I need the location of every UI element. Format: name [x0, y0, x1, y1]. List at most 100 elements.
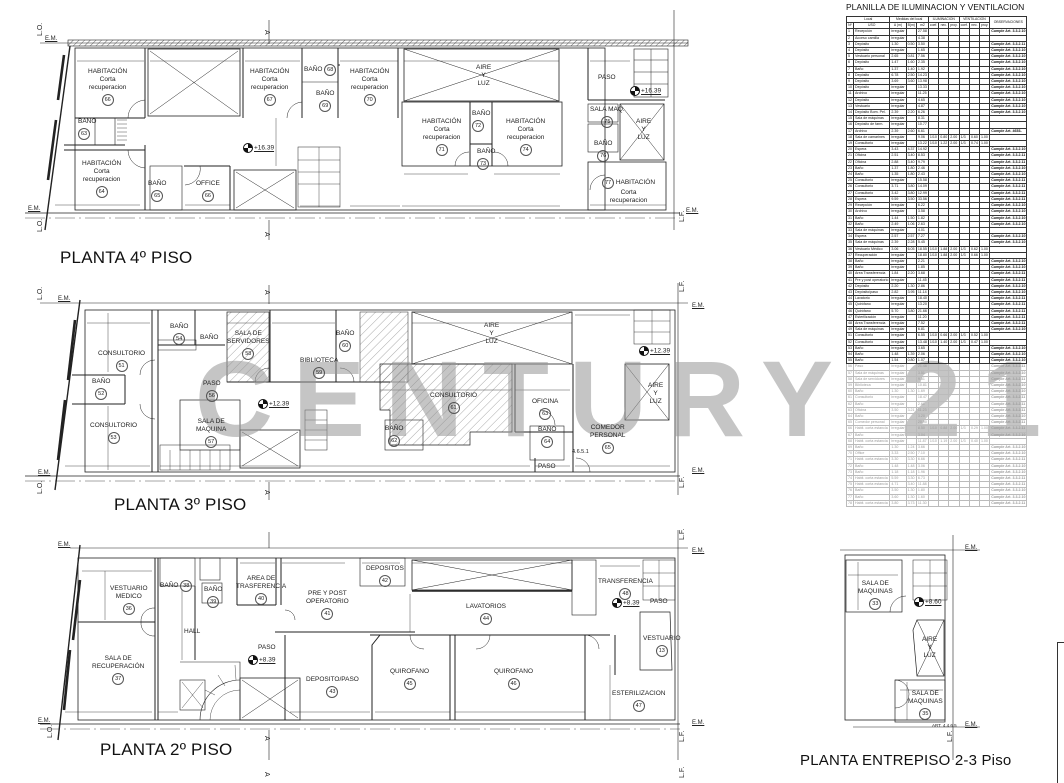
table-cell — [989, 437, 1028, 446]
room-77[interactable]: 77 HABITACIÓN Corta recuperacion — [602, 175, 655, 205]
room-55[interactable]: BAÑO — [200, 334, 218, 342]
table-cell: 2.20 — [905, 109, 917, 117]
table-cell — [978, 90, 991, 98]
room-paso[interactable]: PASO — [538, 463, 556, 471]
room-hall[interactable]: HALL — [184, 628, 200, 636]
table-cell — [958, 59, 970, 67]
room-number: 45 — [403, 678, 416, 690]
table-cell: 13.48 — [915, 338, 929, 346]
room-38[interactable]: BAÑO 38 — [160, 578, 193, 592]
table-cell — [927, 357, 940, 365]
room-name: CONSULTORIO — [430, 392, 478, 399]
table-cell — [927, 90, 940, 98]
table-cell — [958, 78, 970, 86]
table-cell — [958, 344, 970, 352]
table-cell: 1.00 — [978, 133, 991, 142]
room-name: PASO — [650, 598, 668, 605]
table-cell: irregular — [889, 344, 907, 352]
em-marker: E.M. — [28, 206, 41, 212]
table-cell — [978, 431, 991, 439]
table-cell — [948, 499, 960, 508]
table-cell: Cumple Art. 3.3.2.11 — [989, 419, 1028, 427]
em-marker: E.M. — [692, 303, 705, 309]
room-paso[interactable]: PASO — [258, 644, 276, 652]
table-cell: Comedor personal — [852, 419, 891, 427]
room-name: BAÑO — [148, 180, 167, 187]
table-cell — [978, 295, 991, 303]
table-cell: Cumple Art. 3.3.2.11 — [989, 313, 1028, 321]
table-cell: 11.45 — [915, 276, 929, 284]
room-62[interactable]: BAÑO 62 — [385, 425, 403, 447]
room-name: BAÑO — [385, 425, 404, 432]
room-paso[interactable]: PASO — [650, 598, 668, 606]
air-light-shaft: AIRE Y LUZ — [476, 64, 491, 88]
table-cell — [905, 400, 917, 408]
table-cell: Cumple Art. 3.3.2.11 — [989, 363, 1028, 371]
table-cell — [958, 431, 970, 439]
room-number: 37 — [112, 673, 125, 685]
table-cell: Cumple Art. 3.3.2.10 — [989, 96, 1028, 104]
table-cell: Cumple Art. 3.3.2.10 — [989, 357, 1028, 365]
table-cell — [978, 84, 991, 92]
room-75[interactable]: SALA MAQ.75 — [590, 106, 625, 128]
table-cell: Cumple Art. 3.3.2.10 — [989, 462, 1028, 470]
table-cell: 3.60 — [905, 78, 917, 86]
room-paso[interactable]: PASO — [598, 74, 616, 82]
room-number: 62 — [388, 435, 401, 447]
table-cell: 3.80 — [905, 307, 917, 315]
room-name: BAÑO — [170, 323, 189, 330]
table-cell — [927, 102, 940, 111]
table-cell: Cumple Art. 4653- — [989, 127, 1028, 135]
table-cell: Cumple Art. 3.3.2.10 — [989, 350, 1028, 359]
table-cell — [989, 332, 1028, 340]
room-name: BAÑO — [204, 586, 223, 593]
room-68[interactable]: BAÑO 68 — [304, 62, 337, 76]
